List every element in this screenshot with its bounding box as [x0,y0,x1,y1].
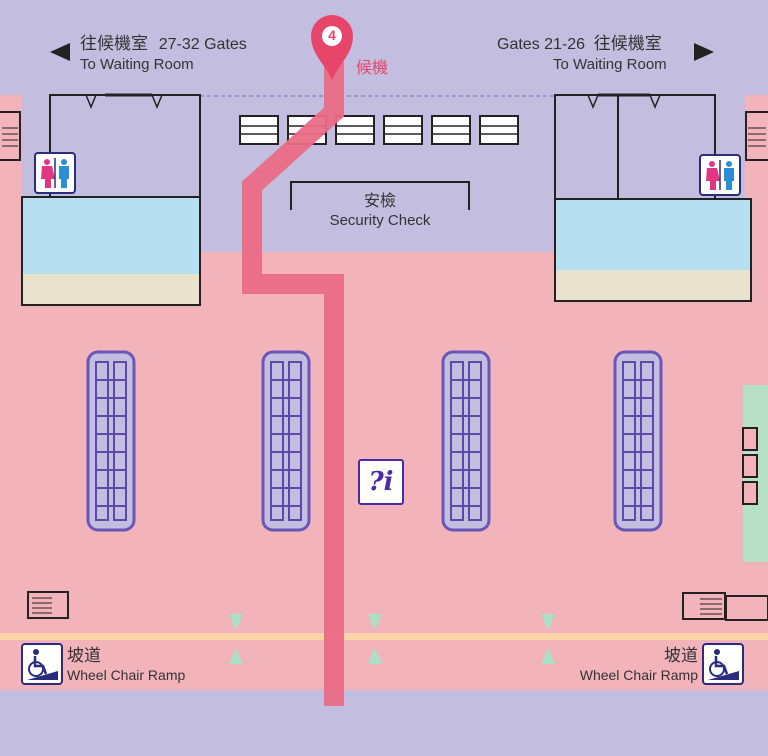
ramp-label-right: 坡道 Wheel Chair Ramp [566,646,698,684]
sign-left-zh: 往候機室 [80,34,148,54]
sign-right-zh: 往候機室 [593,34,662,54]
ramp-right-en: Wheel Chair Ramp [579,667,698,683]
restroom-icon-left[interactable] [34,152,76,194]
info-glyph: ?i [368,467,394,497]
sign-left-gates: 27-32 Gates [158,36,247,53]
location-pin-icon[interactable] [309,14,355,82]
security-check-label: 安檢 Security Check [300,191,460,231]
security-zh: 安檢 [363,191,396,210]
escalator-2 [261,350,311,532]
sign-left[interactable]: 往候機室 27-32 Gates To Waiting Room [80,33,247,74]
sign-right-en: To Waiting Room [553,56,667,73]
escalator-4 [613,350,663,532]
security-en: Security Check [329,212,431,229]
sign-left-en: To Waiting Room [80,56,194,73]
arrow-right-icon [694,43,714,61]
ramp-right-zh: 坡道 [664,646,698,666]
wheelchair-icon-left[interactable] [21,643,63,685]
restroom-icon-right[interactable] [699,154,741,196]
walkway-strip [0,633,768,640]
wheelchair-icon-right[interactable] [702,643,744,685]
marker-number: 4 [328,27,336,43]
marker-label: 候機 [356,58,389,77]
escalator-1 [86,350,136,532]
escalator-3 [441,350,491,532]
arrow-left-icon [50,43,70,61]
ramp-left-zh: 坡道 [67,646,101,666]
information-desk-icon[interactable]: ?i [358,459,404,505]
ramp-label-left: 坡道 Wheel Chair Ramp [67,646,185,684]
ramp-left-en: Wheel Chair Ramp [67,667,186,683]
sign-right[interactable]: Gates 21-26 往候機室 To Waiting Room [497,33,667,74]
sign-right-gates: Gates 21-26 [497,36,586,53]
